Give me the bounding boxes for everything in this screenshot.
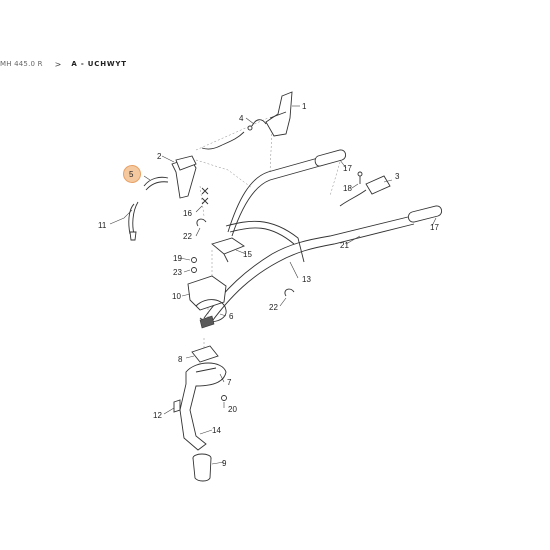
cable-6[interactable] xyxy=(195,299,227,329)
breadcrumb-section: A - UCHWYT xyxy=(71,60,127,68)
speed-lever-3[interactable] xyxy=(339,175,391,207)
chevron-right-icon: > xyxy=(54,59,62,69)
drive-lever[interactable] xyxy=(265,91,293,137)
bolt-19[interactable] xyxy=(191,257,197,263)
bracket-15[interactable] xyxy=(211,237,245,263)
breadcrumb: MH 445.0 R > A - UCHWYT xyxy=(0,57,127,71)
callout-5[interactable]: 5 xyxy=(129,170,134,179)
cable-5[interactable] xyxy=(143,176,169,191)
callout-12[interactable]: 12 xyxy=(153,411,162,420)
callout-7[interactable]: 7 xyxy=(227,378,232,387)
callout-9[interactable]: 9 xyxy=(222,459,227,468)
callout-10[interactable]: 10 xyxy=(172,292,181,301)
callout-15[interactable]: 15 xyxy=(243,250,252,259)
assembly-guide-lines xyxy=(195,117,341,360)
callout-22-lower[interactable]: 22 xyxy=(269,303,278,312)
callout-19[interactable]: 19 xyxy=(173,254,182,263)
callout-16[interactable]: 16 xyxy=(183,209,192,218)
callout-20[interactable]: 20 xyxy=(228,405,237,414)
callout-3[interactable]: 3 xyxy=(395,172,400,181)
control-lever-2[interactable] xyxy=(171,155,197,199)
selected-part-highlight xyxy=(123,165,141,183)
callout-18[interactable]: 18 xyxy=(343,184,352,193)
cable-4[interactable] xyxy=(201,119,267,150)
callout-11[interactable]: 11 xyxy=(98,221,107,230)
callout-2[interactable]: 2 xyxy=(157,152,162,161)
leader-lines xyxy=(109,105,437,465)
callout-22-upper[interactable]: 22 xyxy=(183,232,192,241)
clip-22-upper[interactable] xyxy=(196,218,207,227)
callout-17-lower[interactable]: 17 xyxy=(430,223,439,232)
screw-18[interactable] xyxy=(357,171,363,184)
callout-17-upper[interactable]: 17 xyxy=(343,164,352,173)
callout-21[interactable]: 21 xyxy=(340,241,349,250)
handle-grip-upper[interactable] xyxy=(314,149,347,167)
screws-16[interactable] xyxy=(201,187,209,205)
callout-4[interactable]: 4 xyxy=(239,114,244,123)
callout-labels: 1 2 3 4 5 6 7 8 9 10 11 12 13 14 15 16 1… xyxy=(98,102,439,468)
callout-1[interactable]: 1 xyxy=(302,102,307,111)
housing-10[interactable] xyxy=(187,275,227,311)
sleeve-9[interactable] xyxy=(192,453,212,482)
callout-13[interactable]: 13 xyxy=(302,275,311,284)
breadcrumb-model-link[interactable]: MH 445.0 R xyxy=(0,60,43,68)
mount-8[interactable] xyxy=(191,345,219,363)
callout-14[interactable]: 14 xyxy=(212,426,221,435)
nut-23[interactable] xyxy=(191,267,197,273)
handle-column[interactable] xyxy=(179,362,227,451)
callout-6[interactable]: 6 xyxy=(229,312,234,321)
nut-20[interactable] xyxy=(221,395,227,401)
bolt-12[interactable] xyxy=(173,399,181,413)
cable-11[interactable] xyxy=(128,201,139,241)
clip-22-lower[interactable] xyxy=(284,288,295,297)
callout-23[interactable]: 23 xyxy=(173,268,182,277)
handle-grip-lower[interactable] xyxy=(407,205,443,223)
callout-8[interactable]: 8 xyxy=(178,355,183,364)
